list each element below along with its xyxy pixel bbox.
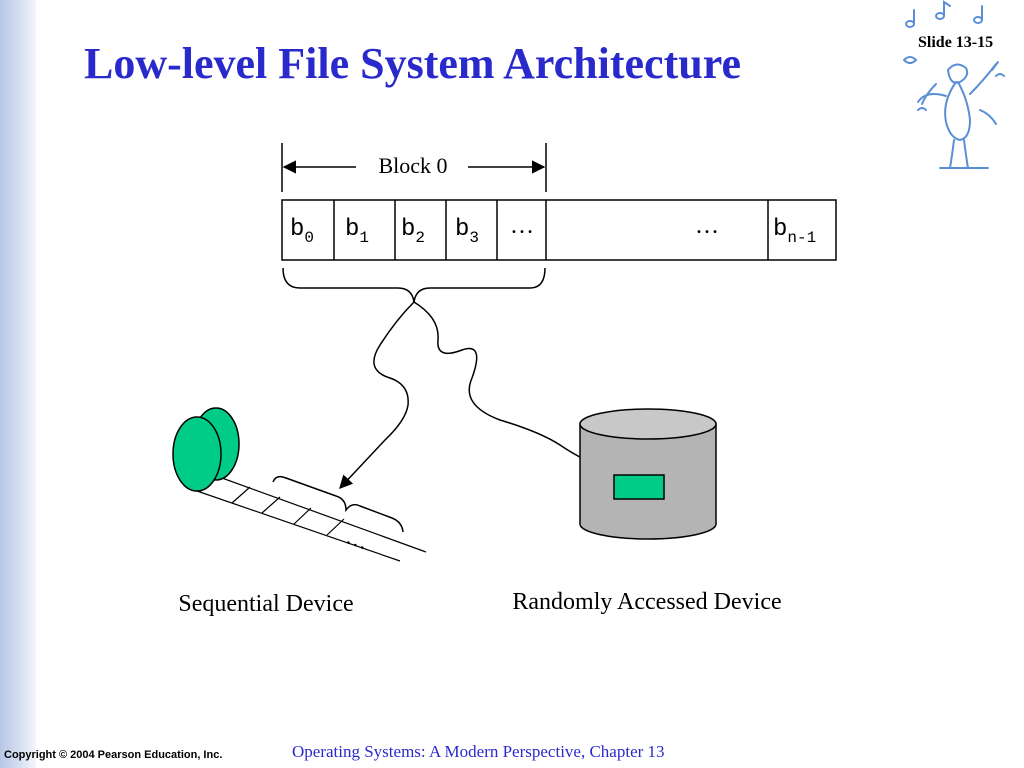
tape-strip <box>196 477 427 562</box>
block-brace <box>282 267 546 303</box>
arrow-to-tape <box>339 301 415 489</box>
slide-number: Slide 13-15 <box>918 34 994 51</box>
byte-ellipsis-1: … <box>510 213 534 239</box>
tape-brace <box>272 475 404 533</box>
disk-cylinder-icon <box>579 408 717 540</box>
byte-ellipsis-2: … <box>695 213 719 239</box>
block-dimension: Block 0 <box>281 143 547 192</box>
slide-title: Low-level File System Architecture <box>84 39 741 88</box>
sequential-device-label: Sequential Device <box>178 591 353 617</box>
arrow-to-disk <box>413 301 614 474</box>
byte-cell-3: b3 <box>455 216 479 247</box>
random-device-label: Randomly Accessed Device <box>512 589 781 615</box>
tape-reel-icon <box>172 407 240 492</box>
byte-row <box>281 199 837 261</box>
conductor-stamp-icon <box>903 0 1005 169</box>
left-sidebar-bar <box>0 0 36 768</box>
footer-text: Operating Systems: A Modern Perspective,… <box>292 742 665 761</box>
disk-block <box>613 474 665 500</box>
block-label: Block 0 <box>378 153 447 178</box>
byte-cell-0: b0 <box>290 216 314 247</box>
copyright-text: Copyright © 2004 Pearson Education, Inc. <box>4 749 223 761</box>
byte-cell-1: b1 <box>345 216 369 247</box>
byte-cell-2: b2 <box>401 216 425 247</box>
byte-cell-last: bn-1 <box>773 216 816 247</box>
